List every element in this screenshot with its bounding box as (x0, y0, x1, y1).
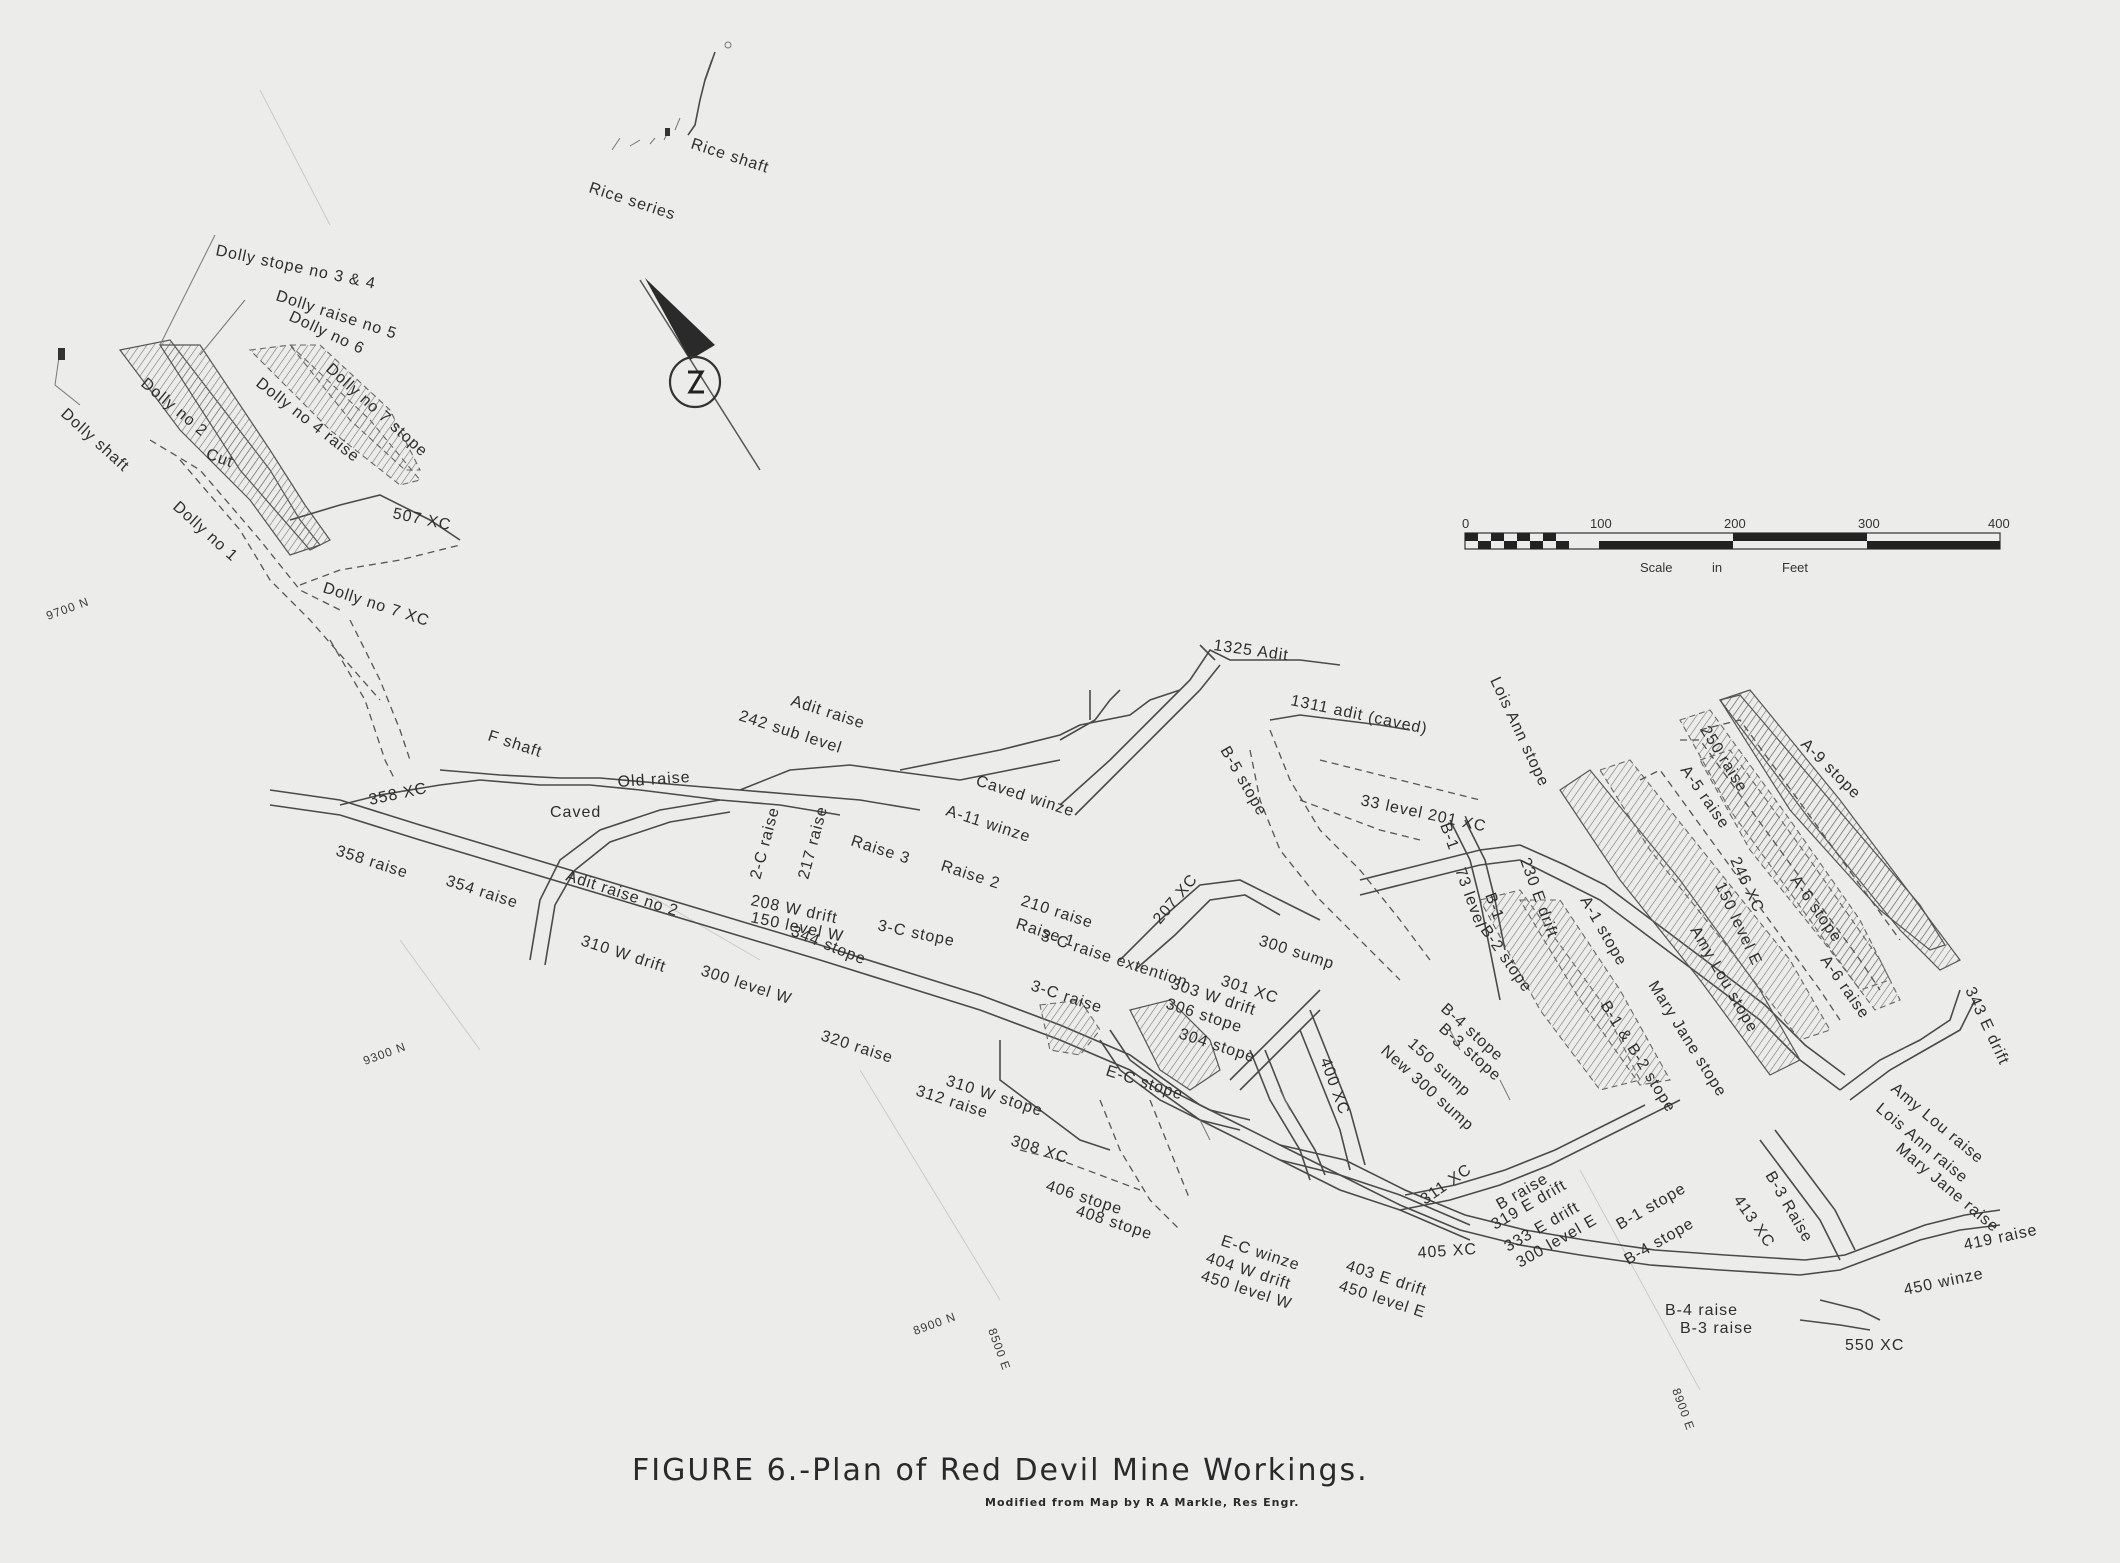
scale-label-in: in (1712, 560, 1722, 575)
label-b3-raise-lower: B-3 raise (1680, 1320, 1753, 1337)
label-3c-stope: 3-C stope (876, 917, 956, 950)
label-caved-winze: Caved winze (974, 773, 1077, 821)
label-310-w-drift: 310 W drift (579, 933, 668, 976)
label-b4-raise: B-4 raise (1665, 1302, 1738, 1319)
label-b5-stope: B-5 stope (1217, 744, 1270, 820)
figure-credit: Modified from Map by R A Markle, Res Eng… (985, 1496, 1299, 1509)
label-old-raise: Old raise (617, 769, 691, 791)
label-550-xc: 550 XC (1845, 1337, 1904, 1354)
label-a-11-winze: A-11 winze (944, 803, 1033, 846)
coord-8900n: 8900 N (911, 1309, 958, 1337)
north-arrow-icon (639, 278, 761, 471)
label-dolly-no-7-xc: Dolly no 7 XC (321, 580, 432, 630)
coord-9300n: 9300 N (361, 1039, 408, 1067)
scale-tick-100: 100 (1590, 516, 1612, 531)
scale-tick-200: 200 (1724, 516, 1746, 531)
figure-title: FIGURE 6.-Plan of Red Devil Mine Working… (632, 1453, 1369, 1488)
scale-label-feet: Feet (1782, 560, 1808, 575)
scale-tick-300: 300 (1858, 516, 1880, 531)
main-workings (269, 644, 2001, 1331)
label-1311-adit-caved: 1311 adit (caved) (1289, 692, 1429, 738)
label-308-xc: 308 XC (1009, 1133, 1071, 1168)
label-caved: Caved (550, 804, 601, 821)
label-413-xc: 413 XC (1730, 1193, 1778, 1251)
label-207-xc: 207 XC (1150, 871, 1201, 927)
label-raise-2: Raise 2 (939, 858, 1003, 893)
label-358-xc: 358 XC (367, 780, 429, 809)
label-320-raise: 320 raise (819, 1028, 895, 1067)
label-419-raise: 419 raise (1962, 1222, 2039, 1254)
label-450-winze: 450 winze (1902, 1265, 1985, 1298)
dolly-workings (54, 234, 461, 781)
label-33-level-201-xc: 33 level 201 XC (1359, 792, 1488, 835)
label-300-sump: 300 sump (1257, 933, 1337, 973)
label-adit-raise-no-2: Adit raise no 2 (564, 868, 681, 920)
scale-tick-400: 400 (1988, 516, 2010, 531)
label-rice-series: Rice series (587, 180, 678, 224)
label-3c-raise-extention: 3-C raise extention (1039, 928, 1190, 992)
label-rice-shaft: Rice shaft (689, 136, 771, 177)
grid-lines (259, 89, 1701, 1391)
label-343-e-drift: 343 E drift (1961, 985, 2012, 1068)
label-raise-3: Raise 3 (849, 833, 913, 868)
label-dolly-shaft: Dolly shaft (57, 405, 132, 475)
scale-bar (1464, 532, 2001, 550)
coord-8900e: 8900 E (1669, 1386, 1697, 1432)
label-f-shaft: F shaft (486, 728, 544, 761)
coord-9700n: 9700 N (44, 594, 91, 622)
scale-tick-0: 0 (1462, 516, 1469, 531)
label-507-xc: 507 XC (391, 505, 453, 534)
rice-workings (611, 41, 732, 151)
working-labels: Rice shaft Rice series Dolly stope no 3 … (57, 136, 2039, 1354)
label-354-raise: 354 raise (444, 873, 520, 912)
label-217-raise: 217 raise (795, 804, 831, 881)
label-358-raise: 358 raise (334, 843, 410, 882)
label-2c-raise: 2-C raise (747, 805, 783, 881)
label-dolly-no-1: Dolly no 1 (169, 498, 241, 565)
label-dolly-stope-3-4: Dolly stope no 3 & 4 (214, 242, 377, 293)
label-300-level-w: 300 level W (699, 963, 794, 1008)
scale-label-scale: Scale (1640, 560, 1673, 575)
label-405-xc: 405 XC (1417, 1241, 1477, 1262)
label-lois-ann-stope: Lois Ann stope (1486, 675, 1552, 790)
coord-8500e: 8500 E (985, 1326, 1013, 1372)
scale-ticks: 0 100 200 300 400 Scale in Feet (1462, 516, 2010, 575)
